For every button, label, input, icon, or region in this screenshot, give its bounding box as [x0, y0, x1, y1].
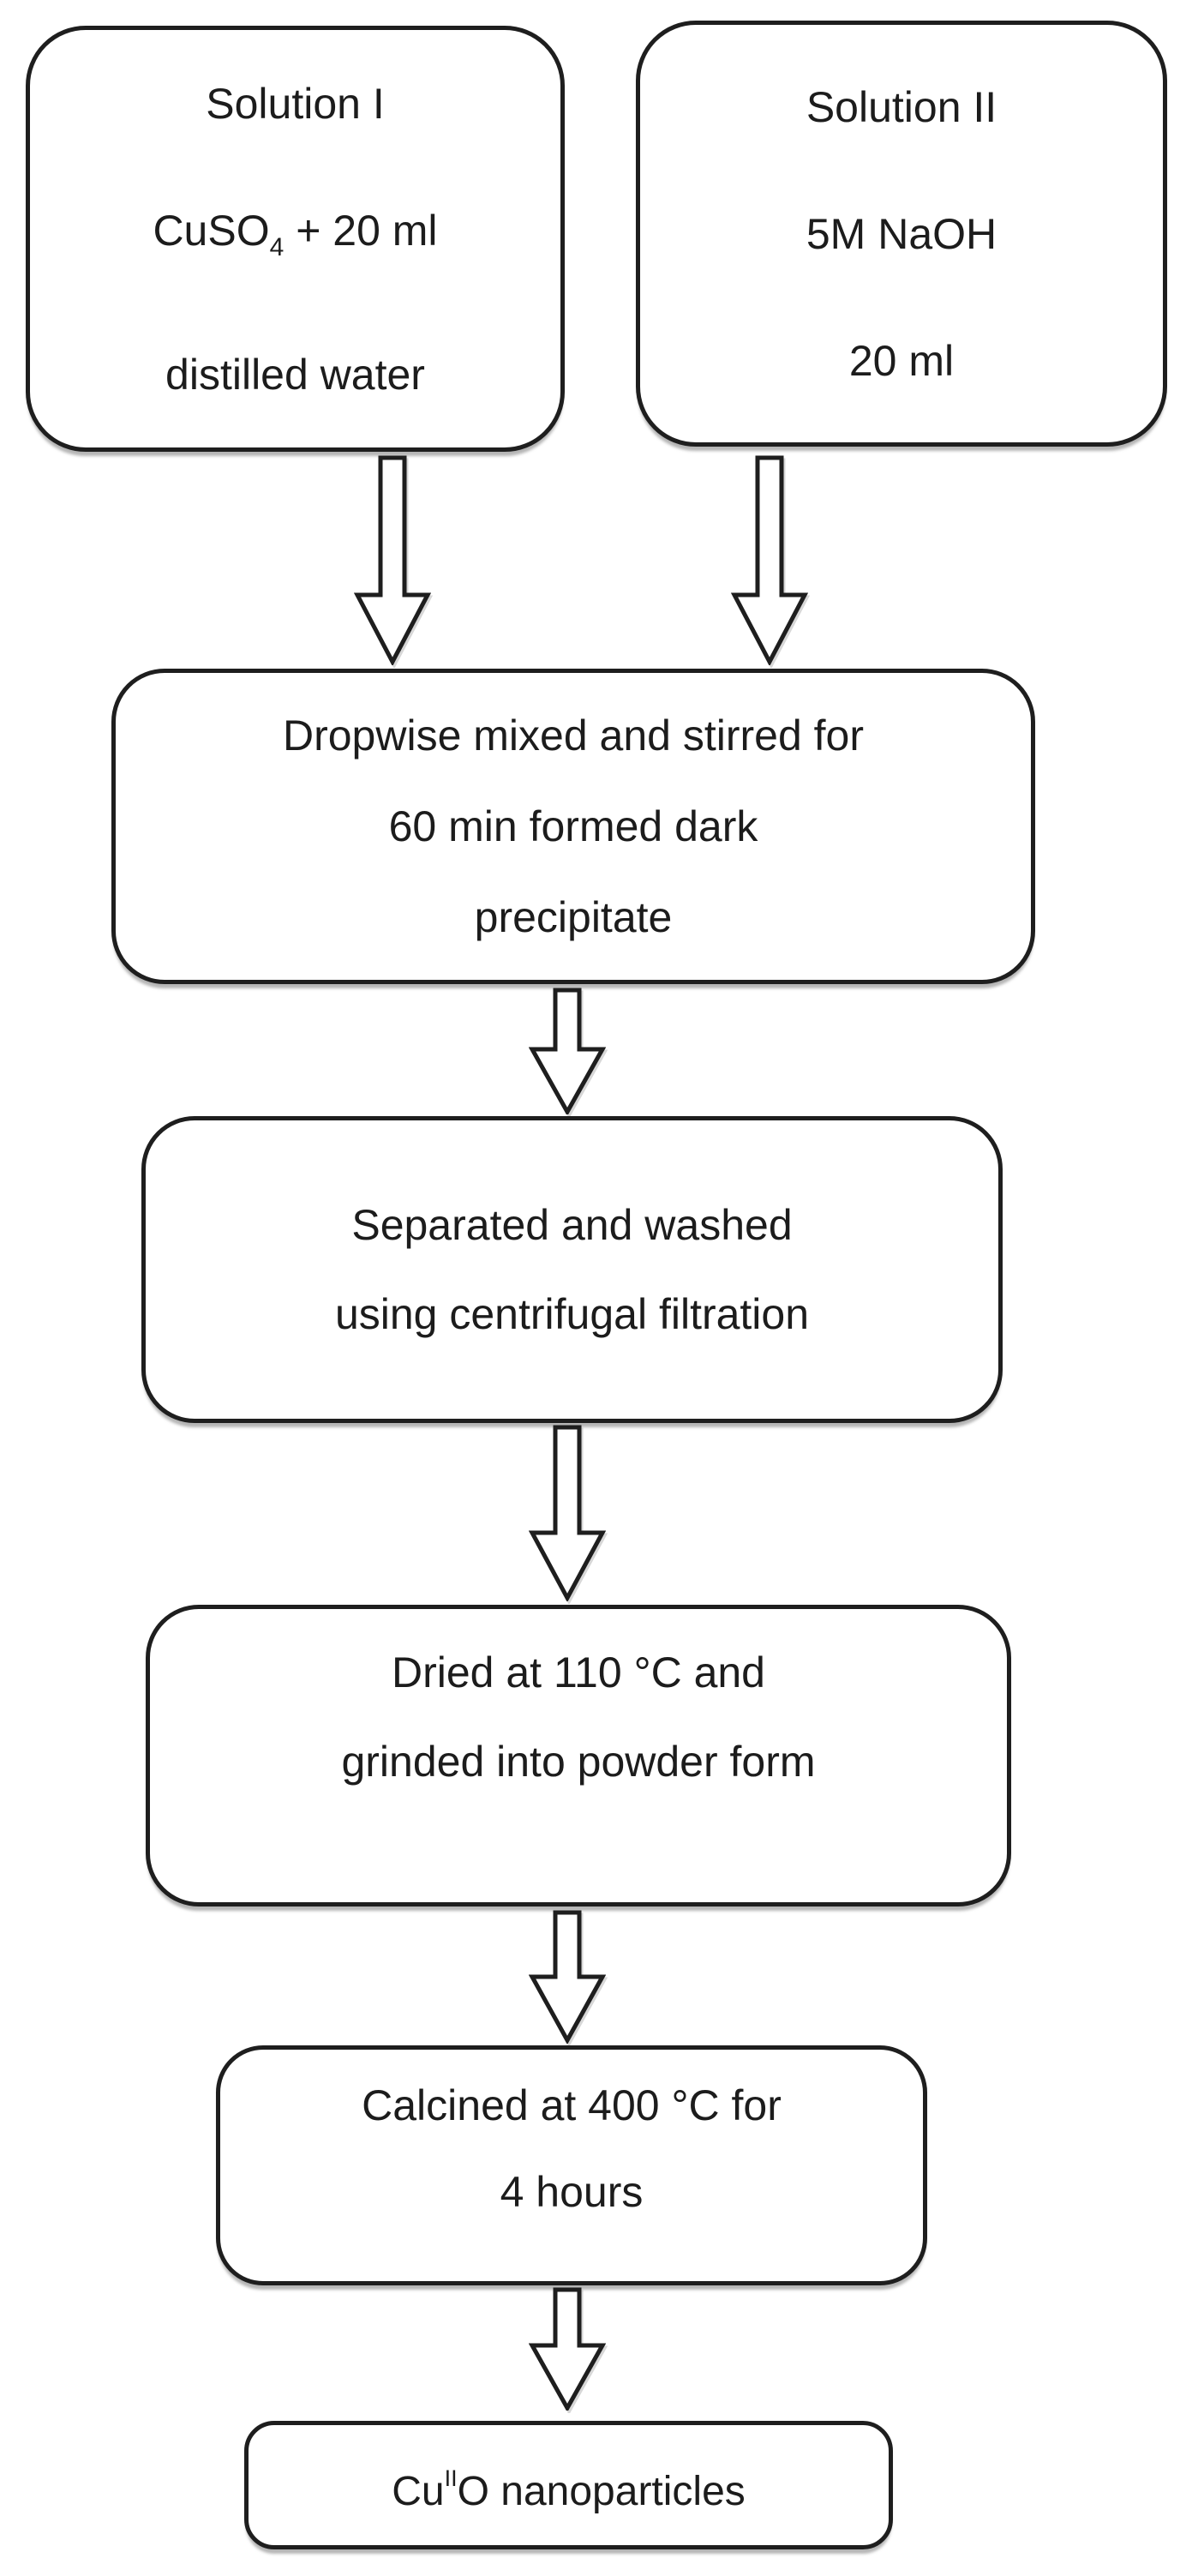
arrow-down-icon — [529, 1910, 606, 2044]
arrow-down-icon — [354, 455, 431, 665]
node-solution-1: Solution I CuSO4 + 20 ml distilled water — [26, 26, 565, 452]
node-calcination-step: Calcined at 400 °C for 4 hours — [216, 2045, 927, 2285]
node-product: CuIIO nanoparticles — [244, 2421, 893, 2549]
solution-1-formula: CuSO4 + 20 ml — [153, 207, 437, 272]
product-label: CuIIO nanoparticles — [392, 2454, 746, 2516]
formula-prefix: CuSO — [153, 206, 270, 255]
node-separation-step: Separated and washed using centrifugal f… — [141, 1116, 1003, 1423]
solution-2-reagent: 5M NaOH — [806, 209, 997, 258]
node-mixing-step: Dropwise mixed and stirred for 60 min fo… — [111, 669, 1035, 984]
mixing-text-line-3: precipitate — [474, 893, 673, 941]
calcination-text-line-1: Calcined at 400 °C for — [362, 2081, 782, 2129]
product-suffix: O nanoparticles — [457, 2469, 746, 2514]
solution-2-title: Solution II — [806, 82, 997, 131]
product-superscript: II — [444, 2465, 458, 2491]
mixing-text-line-2: 60 min formed dark — [388, 802, 758, 850]
mixing-text-line-1: Dropwise mixed and stirred for — [282, 712, 865, 760]
formula-suffix: + 20 ml — [284, 206, 438, 255]
product-prefix: Cu — [392, 2469, 445, 2514]
arrow-down-icon — [529, 988, 606, 1114]
separation-text-line-2: using centrifugal filtration — [334, 1290, 810, 1338]
solution-1-solvent: distilled water — [165, 350, 425, 399]
solution-1-title: Solution I — [206, 79, 385, 128]
node-drying-step: Dried at 110 °C and grinded into powder … — [146, 1605, 1011, 1906]
node-solution-2: Solution II 5M NaOH 20 ml — [636, 21, 1167, 447]
drying-text-line-1: Dried at 110 °C and — [392, 1648, 765, 1696]
arrow-down-icon — [529, 1425, 606, 1601]
arrow-down-icon — [529, 2287, 606, 2411]
separation-text-line-1: Separated and washed — [351, 1201, 793, 1249]
solution-2-volume: 20 ml — [848, 336, 955, 385]
arrow-down-icon — [731, 455, 808, 665]
formula-subscript: 4 — [269, 232, 285, 261]
calcination-text-line-2: 4 hours — [500, 2167, 644, 2216]
drying-text-line-2: grinded into powder form — [341, 1738, 816, 1786]
